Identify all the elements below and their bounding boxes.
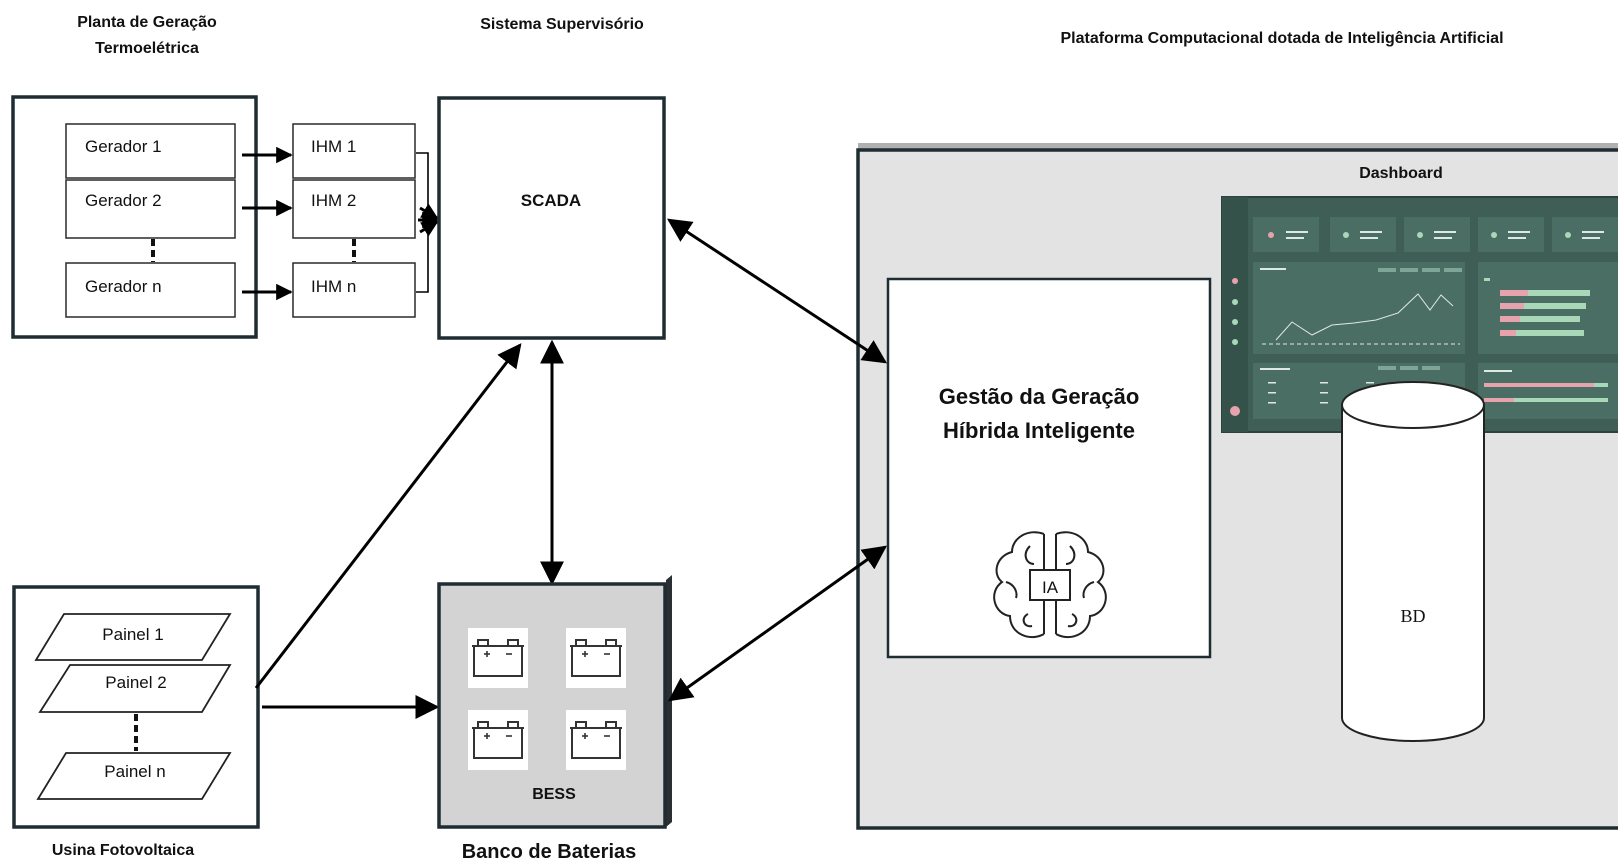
- arrow-bess-platform: [668, 545, 887, 702]
- header-thermo-plant-line2: Termoelétrica: [95, 40, 199, 57]
- arrow-scada-platform: [666, 218, 888, 364]
- arrow-solar-scada: [254, 343, 522, 689]
- header-ai-platform: Plataforma Computacional dotada de Intel…: [1060, 30, 1503, 47]
- management-title-line2: Híbrida Inteligente: [943, 418, 1135, 443]
- ai-icon-label: IA: [1042, 578, 1059, 597]
- panel-1-shape: [34, 613, 232, 661]
- ihm-2-label: IHM 2: [311, 191, 356, 210]
- database-label: BD: [1400, 606, 1425, 626]
- scada-label: SCADA: [521, 191, 581, 210]
- solar-caption: Usina Fotovoltaica: [52, 842, 194, 859]
- ihm-1-label: IHM 1: [311, 137, 356, 156]
- panel-1-label: Painel 1: [102, 625, 163, 644]
- platform-shadow: [858, 143, 1618, 151]
- generator-1-label: Gerador 1: [85, 137, 162, 156]
- panel-2-label: Painel 2: [105, 673, 166, 692]
- generator-n-label: Gerador n: [85, 277, 162, 296]
- bess-box: [437, 582, 667, 829]
- battery-icon: [467, 627, 529, 689]
- battery-icon: [467, 709, 529, 771]
- panel-2-shape: [38, 664, 232, 713]
- battery-icon: [565, 709, 627, 771]
- bess-label: BESS: [532, 786, 576, 803]
- panel-n-shape: [36, 752, 232, 800]
- generator-1-box: [65, 123, 236, 179]
- battery-icon: [565, 627, 627, 689]
- brain-ai-icon: [993, 531, 1107, 639]
- generator-n-box: [65, 262, 236, 318]
- ihm-n-label: IHM n: [311, 277, 356, 296]
- connector-ihm1-scada: [416, 152, 429, 219]
- scada-box: [437, 96, 666, 340]
- ihm-2-box: [292, 179, 416, 239]
- generator-2-box: [65, 179, 236, 239]
- ihm-n-box: [292, 262, 416, 318]
- ihm-1-box: [292, 123, 416, 179]
- panel-n-label: Painel n: [104, 762, 165, 781]
- header-thermo-plant-line1: Planta de Geração: [77, 14, 217, 31]
- database-cylinder: [1341, 381, 1485, 742]
- management-title-line1: Gestão da Geração: [939, 384, 1140, 409]
- bess-caption: Banco de Baterias: [462, 841, 637, 862]
- arrow-ihmn-scada: [419, 220, 439, 237]
- dashboard-title: Dashboard: [1359, 165, 1443, 182]
- header-supervisory: Sistema Supervisório: [480, 16, 644, 33]
- connector-ihmn-scada: [416, 219, 429, 293]
- generator-2-label: Gerador 2: [85, 191, 162, 210]
